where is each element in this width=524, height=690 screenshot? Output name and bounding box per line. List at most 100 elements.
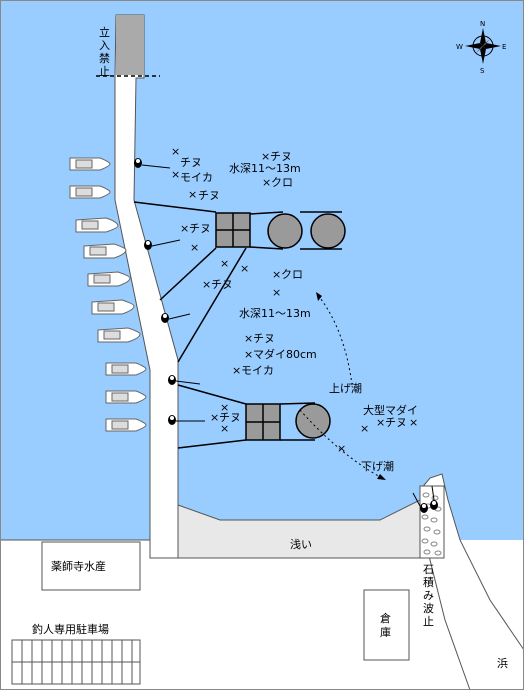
angler-icon <box>161 313 191 323</box>
svg-text:止: 止 <box>423 615 434 628</box>
svg-text:×: × <box>232 364 241 377</box>
svg-text:×: × <box>272 286 281 299</box>
compass-s: S <box>480 67 485 75</box>
svg-text:×: × <box>272 268 281 281</box>
stone-seawall <box>419 485 445 559</box>
parking-label: 釣人専用駐車場 <box>32 622 109 636</box>
shallow-label: 浅い <box>290 538 312 551</box>
svg-text:チヌ: チヌ <box>219 411 241 424</box>
depth-lower: 水深11～13m <box>239 307 311 320</box>
boat-icon <box>69 185 111 199</box>
boat-icon <box>105 418 147 432</box>
svg-text:大型マダイ: 大型マダイ <box>363 403 418 417</box>
boat-icon <box>91 299 135 315</box>
boat-icon <box>75 217 119 233</box>
compass-icon: N E S W <box>456 20 506 75</box>
shallow-area <box>177 499 421 559</box>
boat-icon <box>97 327 141 343</box>
svg-text:立: 立 <box>99 25 110 39</box>
svg-text:チヌ: チヌ <box>270 150 292 163</box>
fish-shop-building <box>41 541 141 591</box>
svg-text:×: × <box>376 416 385 429</box>
svg-text:×: × <box>220 422 229 435</box>
svg-text:×: × <box>261 150 270 163</box>
svg-text:×: × <box>220 257 229 270</box>
warehouse-building <box>363 589 410 661</box>
svg-text:クロ: クロ <box>271 176 293 189</box>
boat-icon <box>83 243 127 259</box>
warehouse-label: 倉 庫 <box>380 611 391 639</box>
restricted-zone <box>116 15 144 75</box>
svg-text:禁: 禁 <box>99 52 110 65</box>
svg-text:モイカ: モイカ <box>180 171 213 184</box>
falling-tide-label: 下げ潮 <box>361 459 394 473</box>
svg-text:チヌ: チヌ <box>198 189 220 202</box>
rising-tide-arrow <box>317 294 353 386</box>
depth-upper: 水深11～13m <box>229 162 301 175</box>
svg-text:×: × <box>244 332 253 345</box>
svg-text:石: 石 <box>423 563 434 576</box>
svg-text:×: × <box>240 262 249 275</box>
angler-icon <box>144 239 181 250</box>
svg-text:チヌ: チヌ <box>211 278 233 291</box>
compass-w: W <box>456 43 463 51</box>
svg-text:×: × <box>188 188 197 201</box>
upper-fish-pen <box>215 212 346 249</box>
restricted-label: 立 入 禁 止 <box>99 25 110 78</box>
angler-icon <box>134 158 171 169</box>
svg-text:み: み <box>423 589 434 602</box>
boat-icon <box>105 390 147 404</box>
svg-text:×: × <box>337 442 346 455</box>
svg-text:×: × <box>360 422 369 435</box>
svg-text:倉: 倉 <box>380 611 391 625</box>
catch-labels-lower: × チヌ × マダイ80cm × モイカ × × チヌ × 大型マダイ × チヌ… <box>210 332 418 455</box>
angler-icon <box>168 415 205 425</box>
angler-spots <box>134 158 438 513</box>
svg-text:庫: 庫 <box>380 625 391 639</box>
svg-text:×: × <box>171 145 180 158</box>
beach-label: 浜 <box>497 657 508 670</box>
svg-text:チヌ: チヌ <box>189 222 211 235</box>
seawall-label: 石 積 み 波 止 <box>423 563 434 628</box>
svg-text:×: × <box>180 222 189 235</box>
svg-text:×: × <box>190 241 199 254</box>
svg-text:×: × <box>409 416 418 429</box>
svg-text:×: × <box>262 176 271 189</box>
svg-text:モイカ: モイカ <box>241 364 274 377</box>
beach-land <box>419 473 524 690</box>
svg-text:×: × <box>244 348 253 361</box>
lower-fish-pen <box>245 403 331 441</box>
boat-icon <box>87 271 131 287</box>
moored-boats <box>69 157 147 432</box>
svg-text:積: 積 <box>423 575 434 589</box>
falling-tide-arrow <box>299 409 383 479</box>
fish-pen-ropes <box>133 201 342 449</box>
arrowhead <box>316 292 322 301</box>
angler-icon <box>430 485 438 510</box>
svg-text:チヌ: チヌ <box>180 156 202 169</box>
svg-text:クロ: クロ <box>281 268 303 281</box>
angler-icon <box>168 375 201 385</box>
arrowhead <box>377 474 386 480</box>
sea <box>0 0 524 540</box>
svg-text:×: × <box>171 168 180 181</box>
svg-text:波: 波 <box>423 602 434 615</box>
svg-text:×: × <box>210 411 219 424</box>
parking-lot <box>11 639 141 685</box>
boat-icon <box>105 362 147 376</box>
svg-text:マダイ80cm: マダイ80cm <box>253 347 317 361</box>
boat-icon <box>69 157 111 171</box>
rising-tide-label: 上げ潮 <box>329 381 362 395</box>
svg-text:止: 止 <box>99 65 110 78</box>
svg-text:チヌ: チヌ <box>385 416 407 429</box>
svg-text:×: × <box>220 401 229 414</box>
compass-n: N <box>480 20 485 28</box>
svg-text:チヌ: チヌ <box>253 332 275 345</box>
pier <box>114 14 179 559</box>
catch-labels-upper: × チヌ × モイカ × チヌ × チヌ 水深11～13m × クロ × チヌ … <box>171 145 311 320</box>
angler-icon <box>412 492 428 513</box>
fish-shop-label: 薬師寺水産 <box>51 560 106 573</box>
compass-e: E <box>502 43 506 51</box>
svg-text:入: 入 <box>99 39 110 52</box>
